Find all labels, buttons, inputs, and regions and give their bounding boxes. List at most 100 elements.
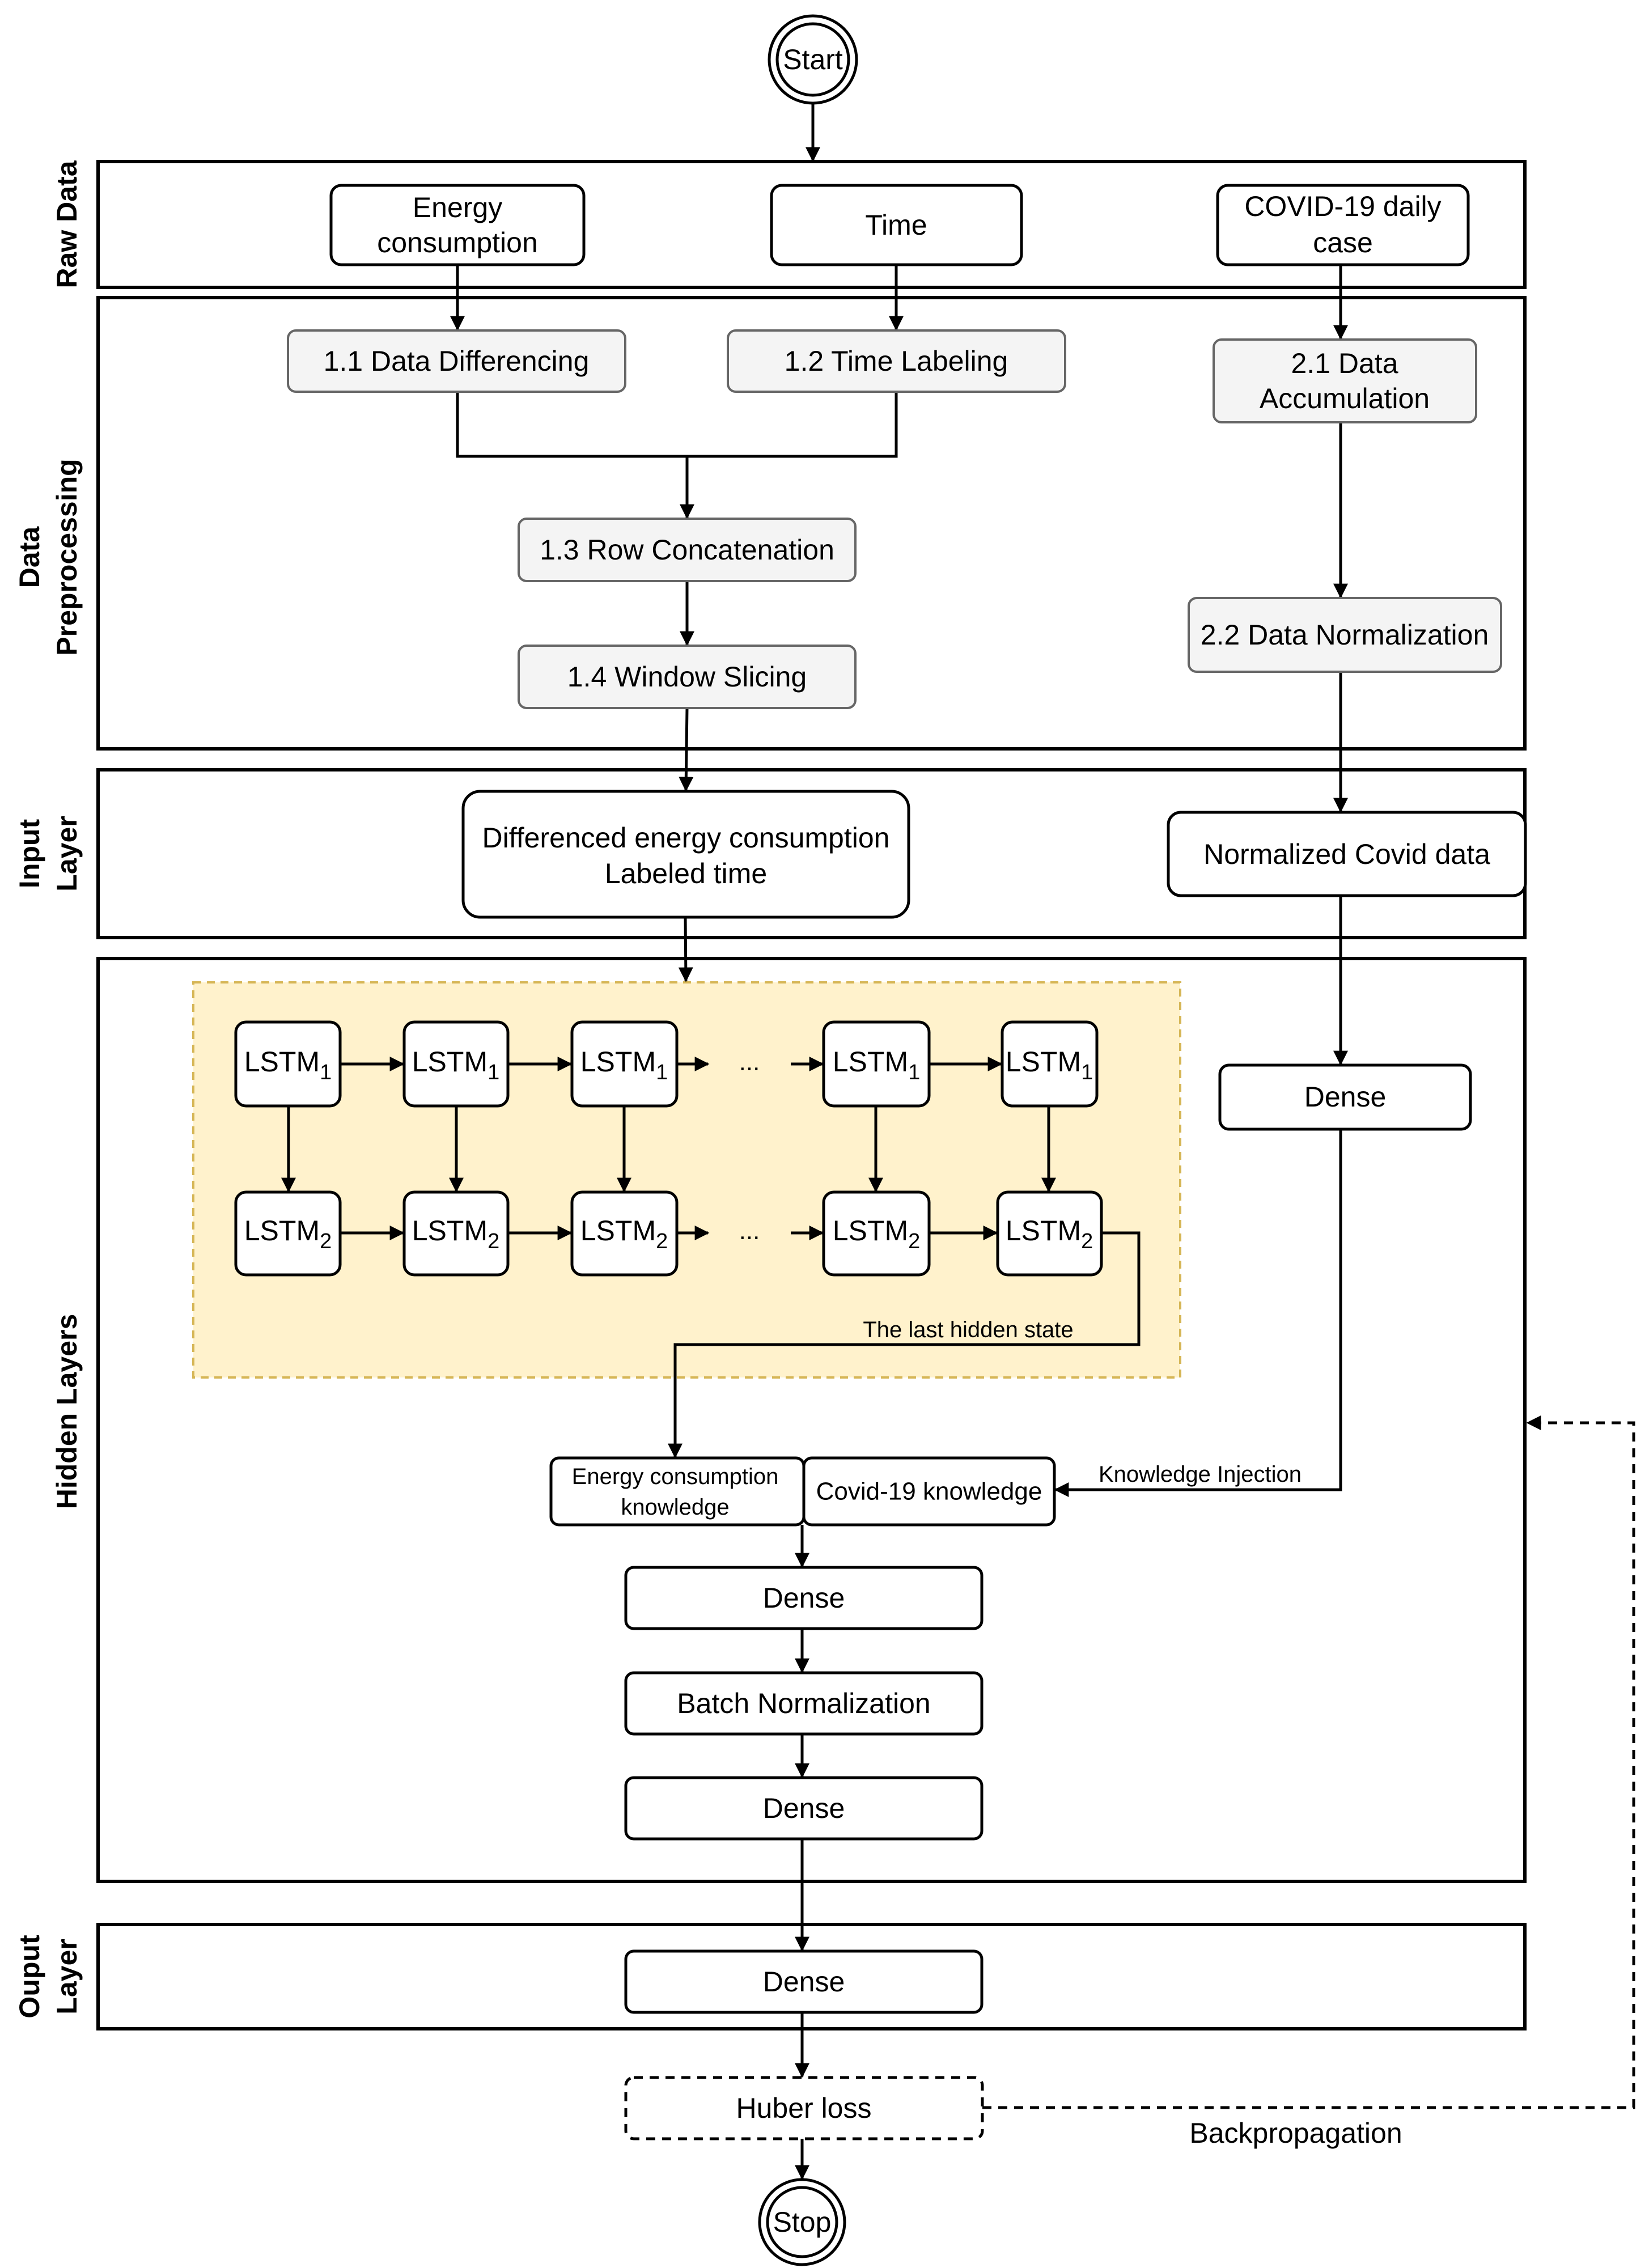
- lstm-label: LSTM: [1006, 1046, 1081, 1078]
- covid-daily-case-line2: case: [1313, 227, 1373, 258]
- svg-text:LSTM2: LSTM2: [1006, 1215, 1093, 1253]
- lane-data-preprocessing: [96, 296, 1527, 751]
- lane-label-output-layer-2: Layer: [51, 1939, 83, 2014]
- lstm-layer1-cell: LSTM1: [822, 1020, 931, 1108]
- lstm-label: LSTM: [580, 1046, 656, 1078]
- svg-text:LSTM1: LSTM1: [833, 1046, 921, 1084]
- lstm-layer1-cell: LSTM1: [402, 1020, 510, 1108]
- lstm-layer2-cell: LSTM2: [570, 1190, 679, 1277]
- data-normalization-label: 2.2 Data Normalization: [1201, 619, 1489, 651]
- lstm-subscript: 2: [908, 1230, 920, 1253]
- lstm-subscript: 2: [656, 1230, 668, 1253]
- lane-label-data-preprocessing-1: Data: [14, 526, 45, 588]
- dense-1-box: Dense: [624, 1566, 984, 1630]
- lstm-label: LSTM: [833, 1046, 908, 1078]
- data-normalization-box: 2.2 Data Normalization: [1188, 597, 1502, 673]
- lstm-label: LSTM: [580, 1215, 656, 1247]
- covid-daily-case-box: COVID-19 daily case: [1216, 184, 1470, 266]
- energy-input-box: Differenced energy consumption Labeled t…: [461, 790, 910, 919]
- lstm-subscript: 2: [320, 1230, 332, 1253]
- dense-2-label: Dense: [763, 1792, 845, 1824]
- start-label: Start: [783, 44, 843, 75]
- start-terminal: Start: [768, 14, 858, 105]
- data-accumulation-line1: 2.1 Data: [1291, 347, 1398, 379]
- lstm-subscript: 1: [656, 1061, 668, 1084]
- svg-text:LSTM2: LSTM2: [580, 1215, 668, 1253]
- covid-knowledge-box: Covid-19 knowledge: [802, 1456, 1056, 1527]
- lstm-label: LSTM: [833, 1215, 908, 1247]
- covid-dense-box: Dense: [1218, 1063, 1472, 1131]
- covid-input-label: Normalized Covid data: [1203, 838, 1490, 870]
- lstm-subscript: 1: [1081, 1061, 1093, 1084]
- lstm-subscript: 1: [908, 1061, 920, 1084]
- lstm-subscript: 2: [488, 1230, 499, 1253]
- dense-1-label: Dense: [763, 1582, 845, 1614]
- lane-hidden-layers: [96, 957, 1527, 1883]
- lstm-ellipsis: ...: [739, 1048, 760, 1076]
- time-box: Time: [770, 184, 1023, 266]
- lane-output-layer: [96, 1923, 1527, 2030]
- lane-label-input-layer-2: Layer: [51, 816, 83, 891]
- lstm-layer2-cell: LSTM2: [402, 1190, 510, 1277]
- svg-text:LSTM2: LSTM2: [412, 1215, 500, 1253]
- lane-label-input-layer-1: Input: [14, 819, 45, 889]
- lstm-label: LSTM: [244, 1046, 320, 1078]
- lstm-layer2-cell: LSTM2: [996, 1190, 1103, 1277]
- svg-text:LSTM1: LSTM1: [412, 1046, 500, 1084]
- stop-terminal: Stop: [758, 2178, 846, 2266]
- svg-text:LSTM1: LSTM1: [580, 1046, 668, 1084]
- window-slicing-label: 1.4 Window Slicing: [567, 661, 807, 693]
- lstm-label: LSTM: [244, 1215, 320, 1247]
- huber-loss-box: Huber loss: [624, 2076, 984, 2140]
- dense-2-box: Dense: [624, 1776, 984, 1841]
- edges: [281, 103, 1635, 2180]
- output-dense-box: Dense: [624, 1949, 984, 2014]
- knowledge-injection-label: Knowledge Injection: [1099, 1462, 1302, 1487]
- svg-text:LSTM1: LSTM1: [1006, 1046, 1093, 1084]
- energy-consumption-box: Energy consumption: [329, 184, 586, 266]
- lstm-label: LSTM: [412, 1046, 488, 1078]
- lstm-layer1-cell: LSTM1: [234, 1020, 342, 1108]
- lane-label-raw-data: Raw Data: [51, 160, 83, 288]
- data-accumulation-line2: Accumulation: [1260, 383, 1430, 414]
- lstm-subscript: 1: [320, 1061, 332, 1084]
- energy-consumption-line1: Energy: [413, 192, 502, 223]
- lane-label-output-layer-1: Ouput: [14, 1935, 45, 2019]
- lstm-layer1-cell: LSTM1: [570, 1020, 679, 1108]
- energy-input-line1: Differenced energy consumption: [482, 822, 890, 854]
- svg-text:LSTM2: LSTM2: [833, 1215, 921, 1253]
- lstm-ellipsis: ...: [739, 1217, 760, 1245]
- data-accumulation-box: 2.1 Data Accumulation: [1213, 338, 1477, 423]
- covid-dense-label: Dense: [1304, 1081, 1387, 1113]
- svg-text:LSTM1: LSTM1: [244, 1046, 332, 1084]
- time-labeling-box: 1.2 Time Labeling: [727, 329, 1066, 393]
- lstm-label: LSTM: [1006, 1215, 1081, 1247]
- lstm-grid: LSTM1 LSTM1 LSTM1 ... LSTM1 LSTM1 LSTM2 …: [234, 1020, 1103, 1277]
- window-slicing-box: 1.4 Window Slicing: [518, 645, 857, 709]
- covid-daily-case-line1: COVID-19 daily: [1244, 190, 1441, 222]
- data-differencing-box: 1.1 Data Differencing: [287, 329, 626, 393]
- energy-knowledge-box: Energy consumption knowledge: [549, 1456, 806, 1527]
- energy-knowledge-line2: knowledge: [621, 1495, 729, 1520]
- lstm-subscript: 1: [488, 1061, 499, 1084]
- lane-label-hidden-layers: Hidden Layers: [51, 1314, 83, 1510]
- covid-knowledge-label: Covid-19 knowledge: [816, 1478, 1042, 1506]
- lane-label-data-preprocessing-2: Preprocessing: [51, 459, 83, 655]
- svg-text:LSTM2: LSTM2: [244, 1215, 332, 1253]
- output-dense-label: Dense: [763, 1966, 845, 1998]
- batch-normalization-label: Batch Normalization: [677, 1688, 930, 1719]
- lstm-layer2-cell: LSTM2: [234, 1190, 342, 1277]
- backpropagation-label: Backpropagation: [1189, 2117, 1402, 2149]
- lstm-layer1-cell: LSTM1: [1001, 1020, 1099, 1108]
- data-differencing-label: 1.1 Data Differencing: [324, 345, 590, 377]
- energy-knowledge-line1: Energy consumption: [572, 1464, 779, 1489]
- covid-input-box: Normalized Covid data: [1167, 811, 1527, 897]
- lstm-label: LSTM: [412, 1215, 488, 1247]
- lstm-layer2-cell: LSTM2: [822, 1190, 931, 1277]
- last-hidden-state-label: The last hidden state: [863, 1317, 1073, 1342]
- batch-normalization-box: Batch Normalization: [624, 1671, 984, 1736]
- energy-input-line2: Labeled time: [605, 858, 767, 889]
- time-label: Time: [865, 209, 927, 241]
- huber-loss-label: Huber loss: [736, 2092, 872, 2124]
